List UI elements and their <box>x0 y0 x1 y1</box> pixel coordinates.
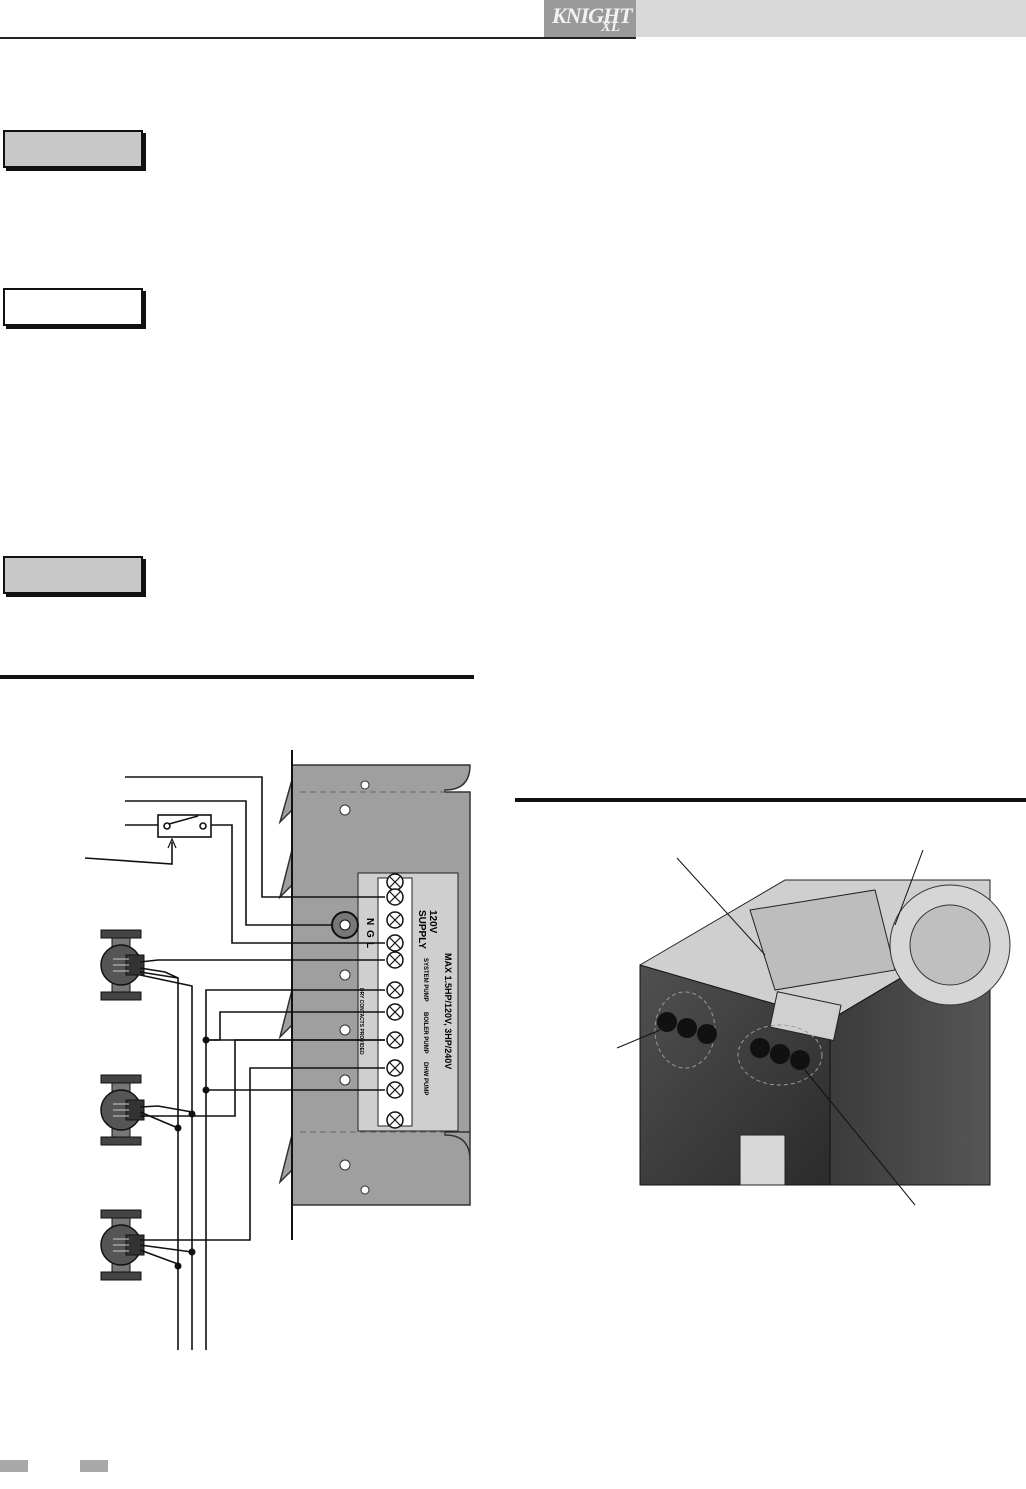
terminal-label-l: L <box>364 942 375 948</box>
terminal-screw-slot <box>388 983 402 997</box>
terminal-screw-slot <box>388 890 402 904</box>
brand-logo-suffix: XL <box>601 19 621 35</box>
brand-logo <box>544 0 636 37</box>
wire-junctions <box>174 1036 210 1270</box>
pump-part <box>113 1103 129 1117</box>
terminal-screw-slot <box>388 1033 402 1047</box>
supply-wiring <box>84 776 385 944</box>
section-rule-left <box>0 675 474 679</box>
dhw-pump-label: DHW PUMP <box>422 1062 428 1095</box>
circulator-pump-icon <box>100 1074 145 1146</box>
terminal-screw-slot <box>388 953 402 967</box>
supply-label-text: SUPPLY <box>416 910 427 949</box>
pump-part <box>100 1271 142 1281</box>
brand-logo-text: KNIGHT <box>552 3 633 28</box>
control-panel: N G L 120V SUPPLY MAX 1.5HP/120V, 3HP/24… <box>278 750 471 1240</box>
terminal-screw-slot <box>388 936 402 950</box>
header-rule <box>0 37 636 39</box>
terminal-label-g: G <box>364 930 375 938</box>
pump-part <box>100 929 142 939</box>
terminal-screw-slot <box>388 1061 402 1075</box>
boiler-pump-label: BOILER PUMP <box>422 1012 428 1054</box>
water-connection <box>739 1134 786 1186</box>
notice-box-2 <box>3 288 143 326</box>
terminal-label-n: N <box>364 918 375 925</box>
knockout-holes-right <box>737 1024 823 1086</box>
footer-tab-left <box>0 1460 28 1472</box>
wiring-diagram: N G L 120V SUPPLY MAX 1.5HP/120V, 3HP/24… <box>84 750 471 1350</box>
footer-tab-right <box>80 1460 108 1472</box>
notice-box-3 <box>3 556 143 594</box>
supply-label-voltage: 120V <box>427 910 438 934</box>
pump-part <box>113 958 129 972</box>
pump-part <box>100 991 142 1001</box>
ground-lug-center <box>339 919 351 931</box>
callout-lines <box>616 850 924 1206</box>
pump-part <box>100 1136 142 1146</box>
pump-wiring <box>139 959 385 1350</box>
pump-part <box>100 1074 142 1084</box>
circulator-pump-icon <box>100 929 145 1001</box>
system-pump-label: SYSTEM PUMP <box>422 958 428 1002</box>
section-rule-right <box>515 798 1026 802</box>
knockout-holes-left <box>654 991 717 1069</box>
terminal-screw-slot <box>388 1113 402 1127</box>
terminal-screw-slot <box>388 1083 402 1097</box>
pump-part <box>100 1209 142 1219</box>
circulator-pump-icon <box>100 1209 145 1281</box>
terminal-screws <box>386 873 404 1129</box>
pump-part <box>113 1238 129 1252</box>
terminal-screw-slot <box>388 1005 402 1019</box>
pumps <box>100 929 145 1281</box>
pump-rating-label: MAX 1.5HP/120V, 3HP/240V <box>443 953 453 1069</box>
terminal-screw-slot <box>388 875 402 889</box>
dry-contacts-label: DRY CONTACTS PROVIDED <box>358 988 364 1055</box>
terminal-screw-slot <box>388 913 402 927</box>
boiler-illustration <box>616 850 1011 1206</box>
notice-box-1 <box>3 130 143 168</box>
